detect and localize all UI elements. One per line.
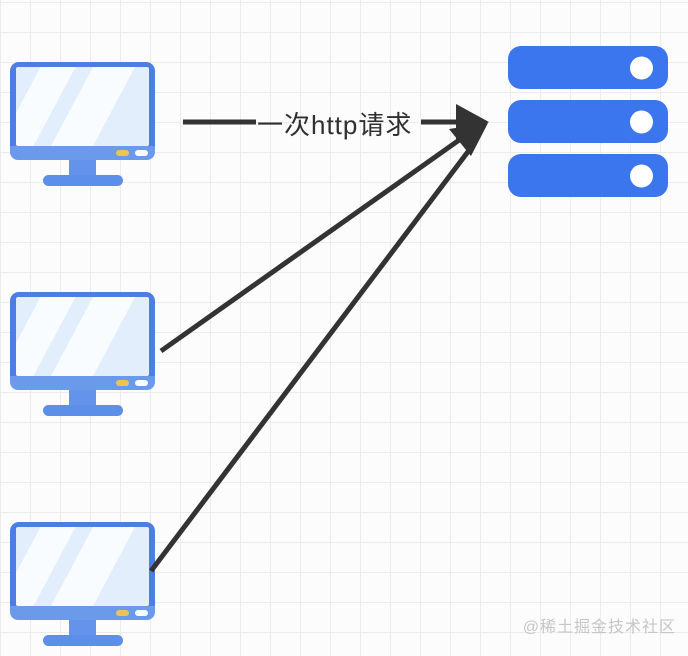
monitor-power-light-icon <box>116 380 129 386</box>
arrow-line-client3 <box>149 147 472 573</box>
monitor-frame <box>10 292 155 376</box>
monitor-frame <box>10 62 155 146</box>
server-indicator-dot <box>630 56 653 79</box>
monitor-screen <box>16 527 149 606</box>
monitor-stand-neck <box>69 390 96 405</box>
monitor-stand-base <box>42 635 123 646</box>
monitor-stand-neck <box>69 160 96 175</box>
monitor-button-icon <box>135 610 148 616</box>
arrowhead-icon <box>449 123 488 156</box>
monitor-stand-neck <box>69 620 96 635</box>
server-indicator-dot <box>630 110 653 133</box>
client-computer-icon <box>10 62 155 186</box>
monitor-bottom-bar <box>10 146 155 160</box>
server-bar <box>508 46 668 89</box>
monitor-frame <box>10 522 155 606</box>
monitor-power-light-icon <box>116 610 129 616</box>
arrow-line-client2 <box>159 135 464 354</box>
monitor-power-light-icon <box>116 150 129 156</box>
monitor-bottom-bar <box>10 376 155 390</box>
client-computer-icon <box>10 522 155 646</box>
server-indicator-dot <box>630 164 653 187</box>
monitor-button-icon <box>135 150 148 156</box>
arrow-label: 一次http请求 <box>257 110 413 140</box>
monitor-bottom-bar <box>10 606 155 620</box>
watermark-text: @稀土掘金技术社区 <box>522 619 676 636</box>
server-bar <box>508 100 668 143</box>
monitor-screen <box>16 67 149 146</box>
monitor-stand-base <box>42 405 123 416</box>
client-computer-icon <box>10 292 155 416</box>
arrowhead-icon <box>456 104 489 140</box>
monitor-button-icon <box>135 380 148 386</box>
server-bar <box>508 154 668 197</box>
server-stack-icon <box>508 46 668 197</box>
monitor-stand-base <box>42 175 123 186</box>
monitor-screen <box>16 297 149 376</box>
